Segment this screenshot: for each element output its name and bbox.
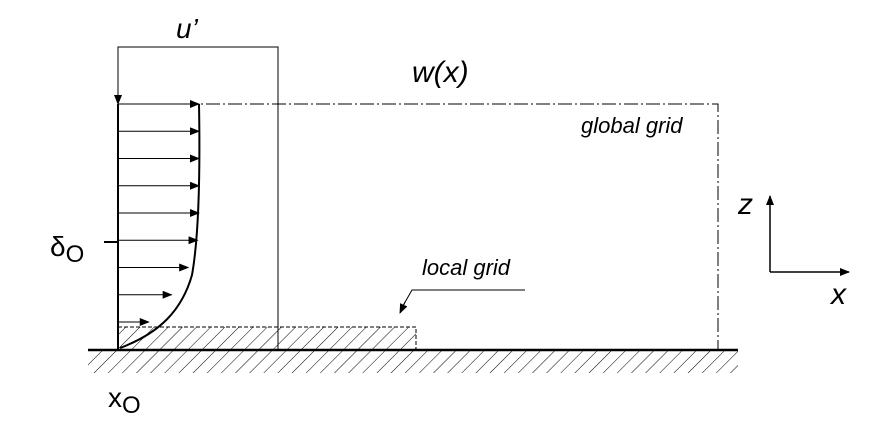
local-grid-leader-line bbox=[399, 289, 525, 312]
local-grid-label: local grid bbox=[422, 255, 511, 280]
profile-arrows bbox=[118, 100, 200, 326]
global-grid-label: global grid bbox=[581, 113, 683, 138]
global-grid-outline bbox=[118, 103, 719, 350]
local-grid-leader-arrow bbox=[399, 301, 408, 314]
local-grid-outline bbox=[118, 326, 417, 350]
x-axis-label: x bbox=[829, 278, 847, 311]
velocity-profile bbox=[117, 100, 201, 350]
z-axis-label: z bbox=[737, 188, 753, 221]
local-grid-hatching bbox=[118, 327, 416, 350]
x-o-label: xO bbox=[108, 382, 141, 419]
coordinate-axes bbox=[766, 195, 850, 276]
u-prime-bracket bbox=[114, 46, 279, 350]
profile-curve bbox=[119, 103, 201, 349]
local-grid-box bbox=[118, 326, 417, 350]
ground bbox=[88, 348, 738, 373]
u-prime-label: u’ bbox=[176, 13, 199, 44]
global-grid-box bbox=[118, 103, 719, 350]
w-x-label: w(x) bbox=[412, 56, 469, 89]
ground-hatching bbox=[88, 350, 738, 373]
local-grid-leader bbox=[399, 289, 525, 314]
delta-o-label: δO bbox=[50, 231, 84, 268]
